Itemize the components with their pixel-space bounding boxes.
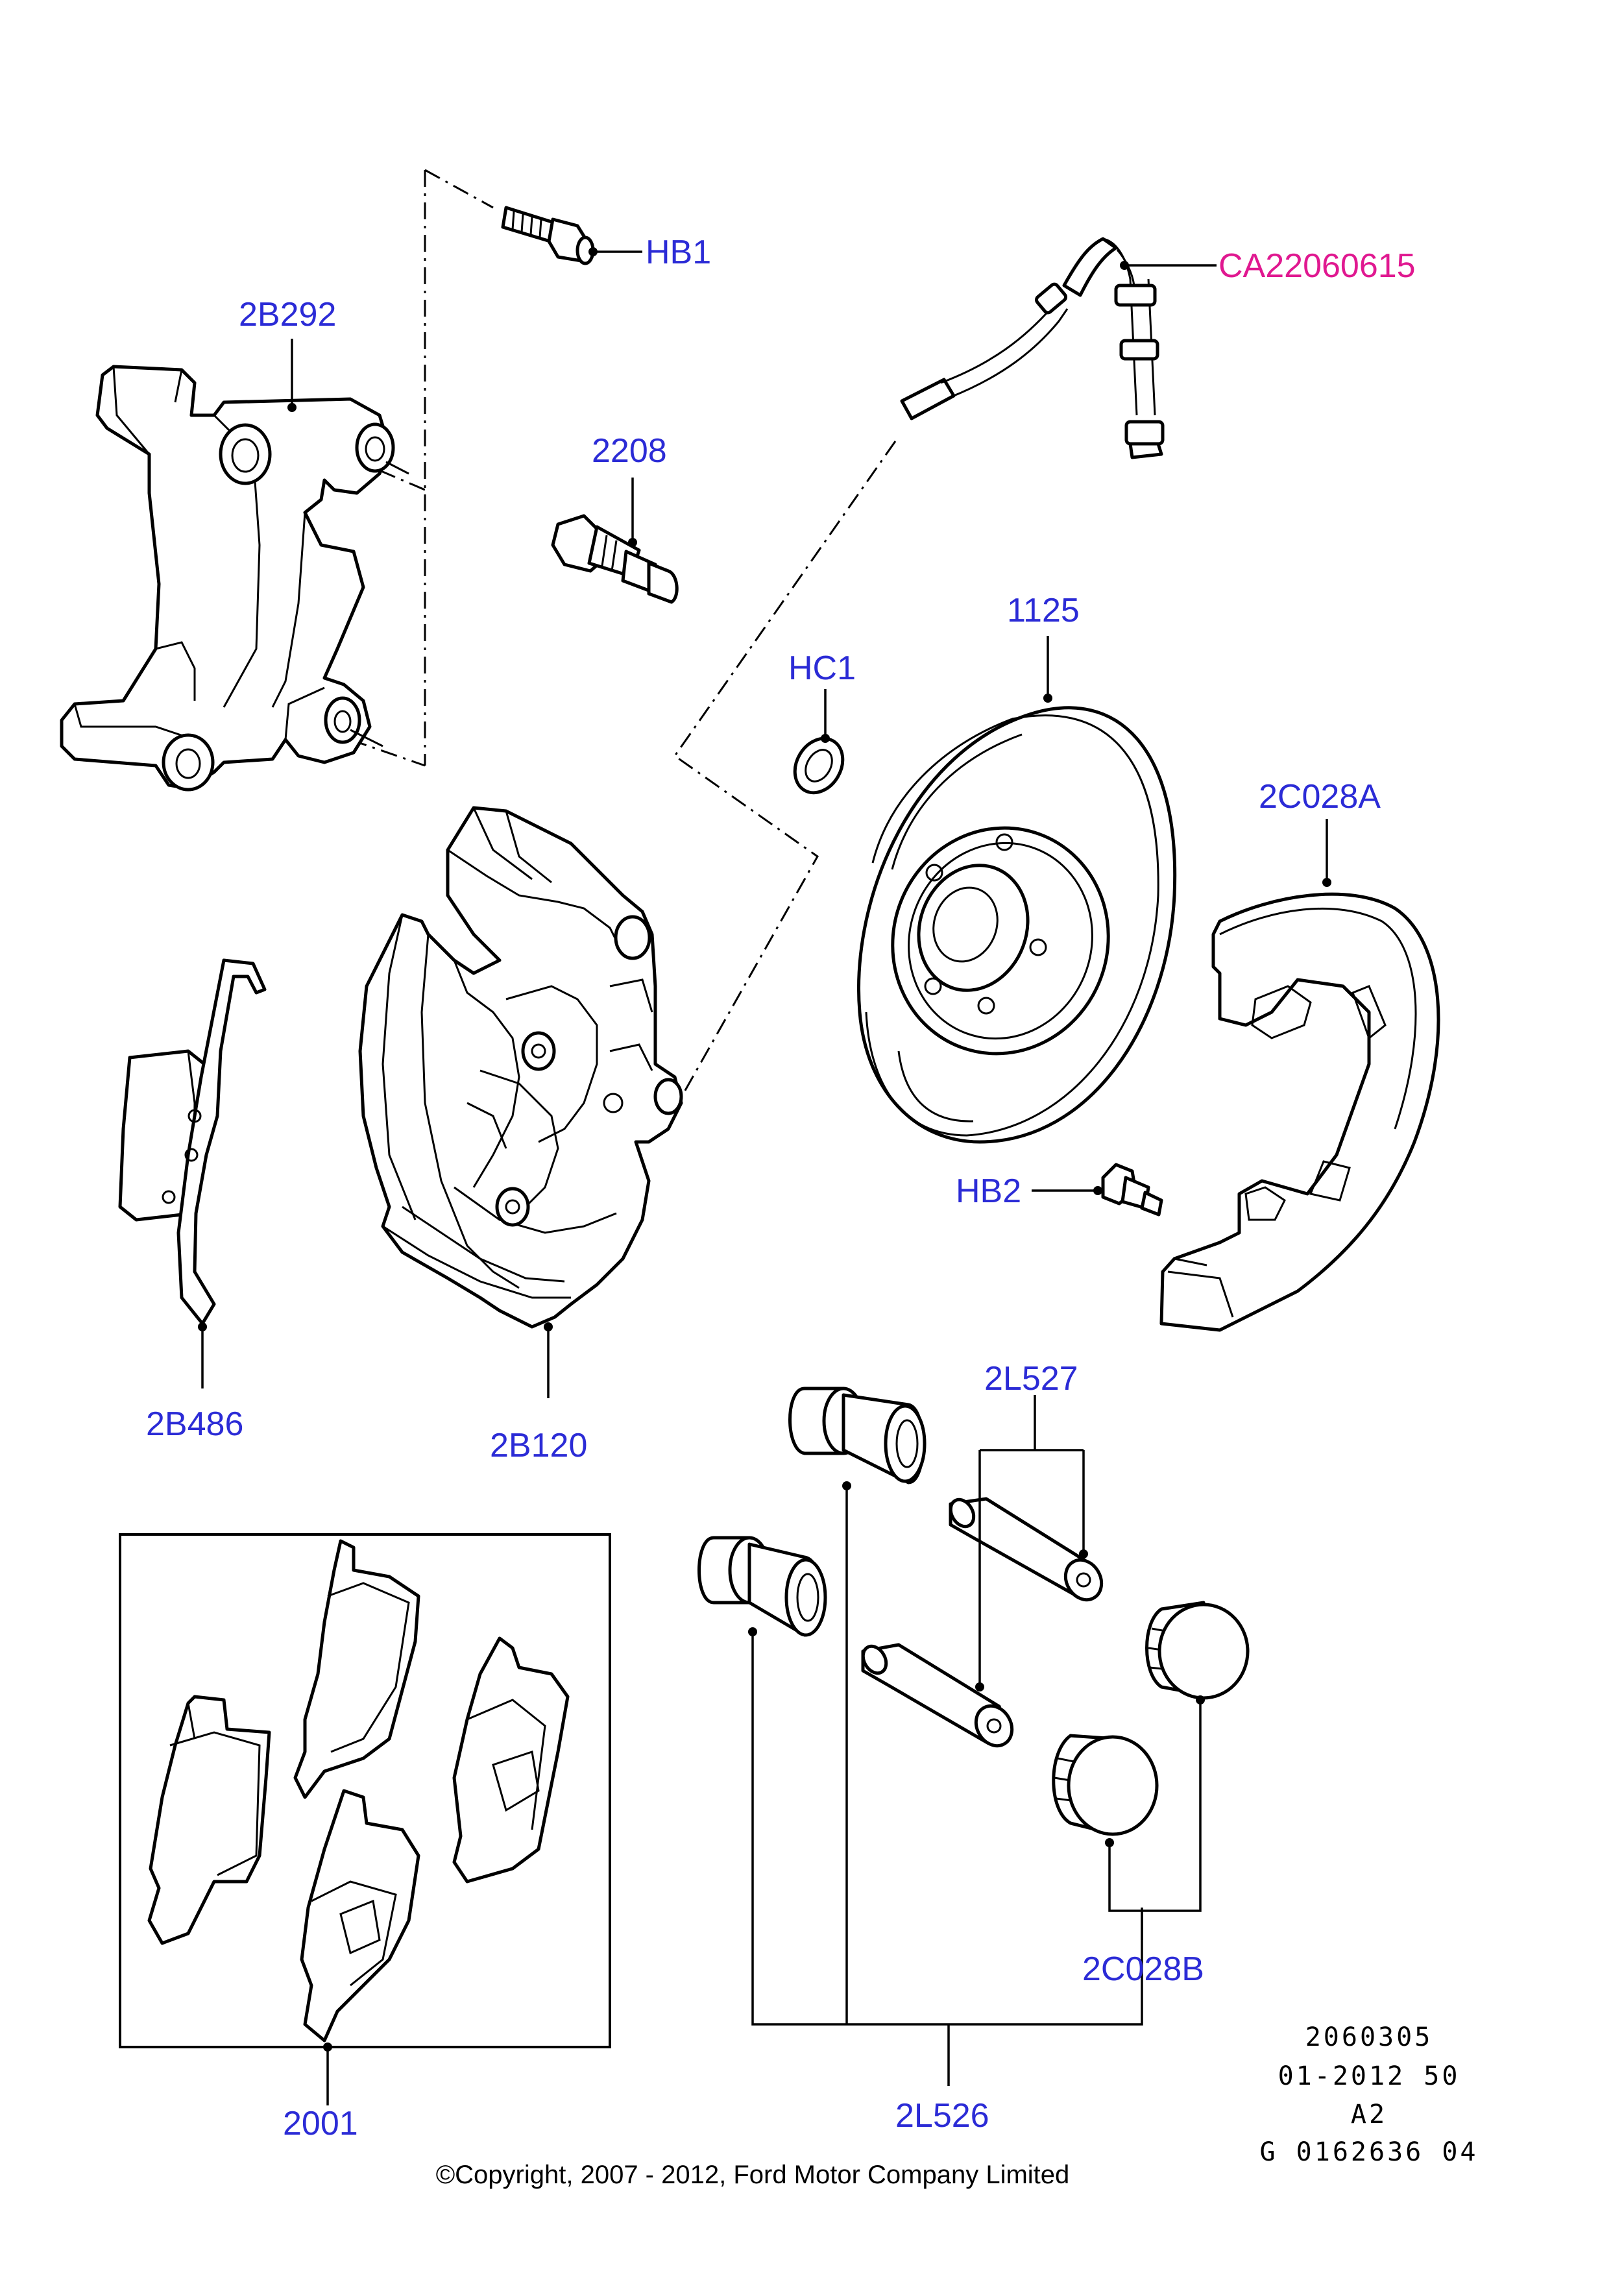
anti-rattle-spring[interactable] — [118, 958, 267, 1326]
splash-shield[interactable] — [1159, 892, 1440, 1332]
bolt-hb2[interactable] — [1101, 1163, 1163, 1217]
label-2b486[interactable]: 2B486 — [146, 1405, 243, 1443]
dust-cap-lower[interactable] — [1052, 1734, 1159, 1836]
brake-hose[interactable] — [900, 237, 1165, 459]
reference-line-1: 2060305 — [1305, 2022, 1433, 2052]
brake-pads[interactable] — [147, 1539, 570, 2043]
guide-pin-bushing-lower[interactable] — [697, 1536, 827, 1637]
bolt-hb1[interactable] — [501, 206, 595, 265]
label-2l527[interactable]: 2L527 — [984, 1360, 1078, 1398]
assembly-guide-lines — [350, 169, 897, 1104]
brake-disc[interactable] — [857, 706, 1177, 1144]
label-2001[interactable]: 2001 — [283, 2105, 358, 2142]
label-2c028b[interactable]: 2C028B — [1082, 1950, 1204, 1988]
label-2b292[interactable]: 2B292 — [239, 296, 336, 333]
guide-pin-lower[interactable] — [858, 1642, 1019, 1752]
reference-codes: 2060305 01-2012 50 A2 G 0162636 04 — [1260, 2022, 1479, 2167]
caliper-carrier[interactable] — [60, 365, 409, 792]
washer-hc1[interactable] — [786, 730, 853, 801]
guide-pin-bushing-upper[interactable] — [788, 1387, 927, 1485]
dust-cap-upper[interactable] — [1145, 1601, 1250, 1700]
reference-line-3: A2 — [1351, 2100, 1387, 2129]
reference-line-2: 01-2012 50 — [1278, 2061, 1460, 2091]
bleed-screw[interactable] — [551, 514, 679, 604]
brake-caliper[interactable] — [358, 806, 683, 1329]
guide-pin-upper[interactable] — [946, 1496, 1108, 1606]
brake-pad-kit-box — [119, 1533, 611, 2048]
label-2208[interactable]: 2208 — [592, 432, 667, 470]
label-hb2[interactable]: HB2 — [956, 1172, 1021, 1210]
label-hb1[interactable]: HB1 — [646, 234, 711, 271]
copyright-notice: ©Copyright, 2007 - 2012, Ford Motor Comp… — [436, 2161, 1070, 2189]
label-2b120[interactable]: 2B120 — [490, 1427, 587, 1464]
reference-line-4: G 0162636 04 — [1260, 2137, 1479, 2167]
label-1125[interactable]: 1125 — [1007, 592, 1080, 629]
label-hc1[interactable]: HC1 — [788, 649, 856, 687]
label-2l526[interactable]: 2L526 — [895, 2097, 989, 2135]
label-brake-hose-link[interactable]: CA22060615 — [1218, 247, 1416, 285]
label-2c028a[interactable]: 2C028A — [1259, 778, 1381, 816]
